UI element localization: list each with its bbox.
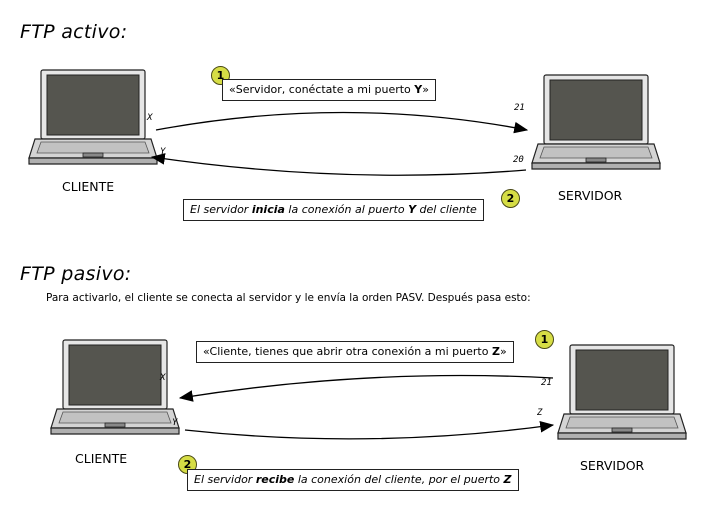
- active-step1-callout: «Servidor, conéctate a mi puerto Y»: [222, 79, 436, 101]
- passive-title: FTP pasivo:: [20, 263, 132, 285]
- step-badge-icon: 1: [535, 330, 554, 349]
- arrow-icon: [155, 111, 529, 134]
- server-laptop-icon: [531, 74, 661, 170]
- client-laptop-icon: [28, 69, 158, 165]
- callout-keyword: recibe: [255, 473, 295, 486]
- callout-port: Y: [408, 203, 417, 216]
- passive-subtitle: Para activarlo, el cliente se conecta al…: [46, 292, 531, 304]
- callout-text: El servidor: [194, 473, 256, 486]
- callout-text: del cliente: [416, 203, 477, 216]
- server-laptop-icon: [557, 344, 687, 440]
- arrow-icon: [178, 374, 554, 402]
- callout-port: Z: [491, 345, 500, 358]
- port-label: 21: [541, 378, 552, 388]
- callout-text: «Servidor, conéctate a mi puerto: [229, 83, 415, 96]
- callout-text: El servidor: [190, 203, 252, 216]
- callout-port: Z: [503, 473, 512, 486]
- port-label: Z: [537, 408, 543, 418]
- port-label: Y: [160, 147, 166, 157]
- step-badge-icon: 2: [501, 189, 520, 208]
- client-laptop-icon: [50, 339, 180, 435]
- port-label: Y: [172, 418, 178, 428]
- passive-step1-callout: «Cliente, tienes que abrir otra conexión…: [196, 341, 514, 363]
- callout-text: la conexión al puerto: [284, 203, 409, 216]
- active-title: FTP activo:: [20, 21, 128, 43]
- arrow-icon: [150, 153, 527, 176]
- arrow-icon: [184, 420, 555, 440]
- port-label: X: [160, 373, 166, 383]
- passive-step2-callout: El servidor recibe la conexión del clien…: [187, 469, 519, 491]
- callout-text: »: [499, 345, 507, 358]
- client-label: CLIENTE: [62, 179, 115, 194]
- port-label: X: [147, 113, 153, 123]
- callout-text: »: [422, 83, 429, 96]
- active-step2-callout: El servidor inicia la conexión al puerto…: [183, 199, 484, 221]
- client-label: CLIENTE: [75, 451, 128, 466]
- callout-text: la conexión del cliente, por el puerto: [294, 473, 504, 486]
- callout-keyword: inicia: [251, 203, 285, 216]
- server-label: SERVIDOR: [558, 188, 623, 203]
- port-label: 20: [513, 155, 524, 165]
- port-label: 21: [514, 103, 525, 113]
- callout-text: «Cliente, tienes que abrir otra conexión…: [203, 345, 492, 358]
- callout-port: Y: [414, 83, 423, 96]
- server-label: SERVIDOR: [580, 458, 645, 473]
